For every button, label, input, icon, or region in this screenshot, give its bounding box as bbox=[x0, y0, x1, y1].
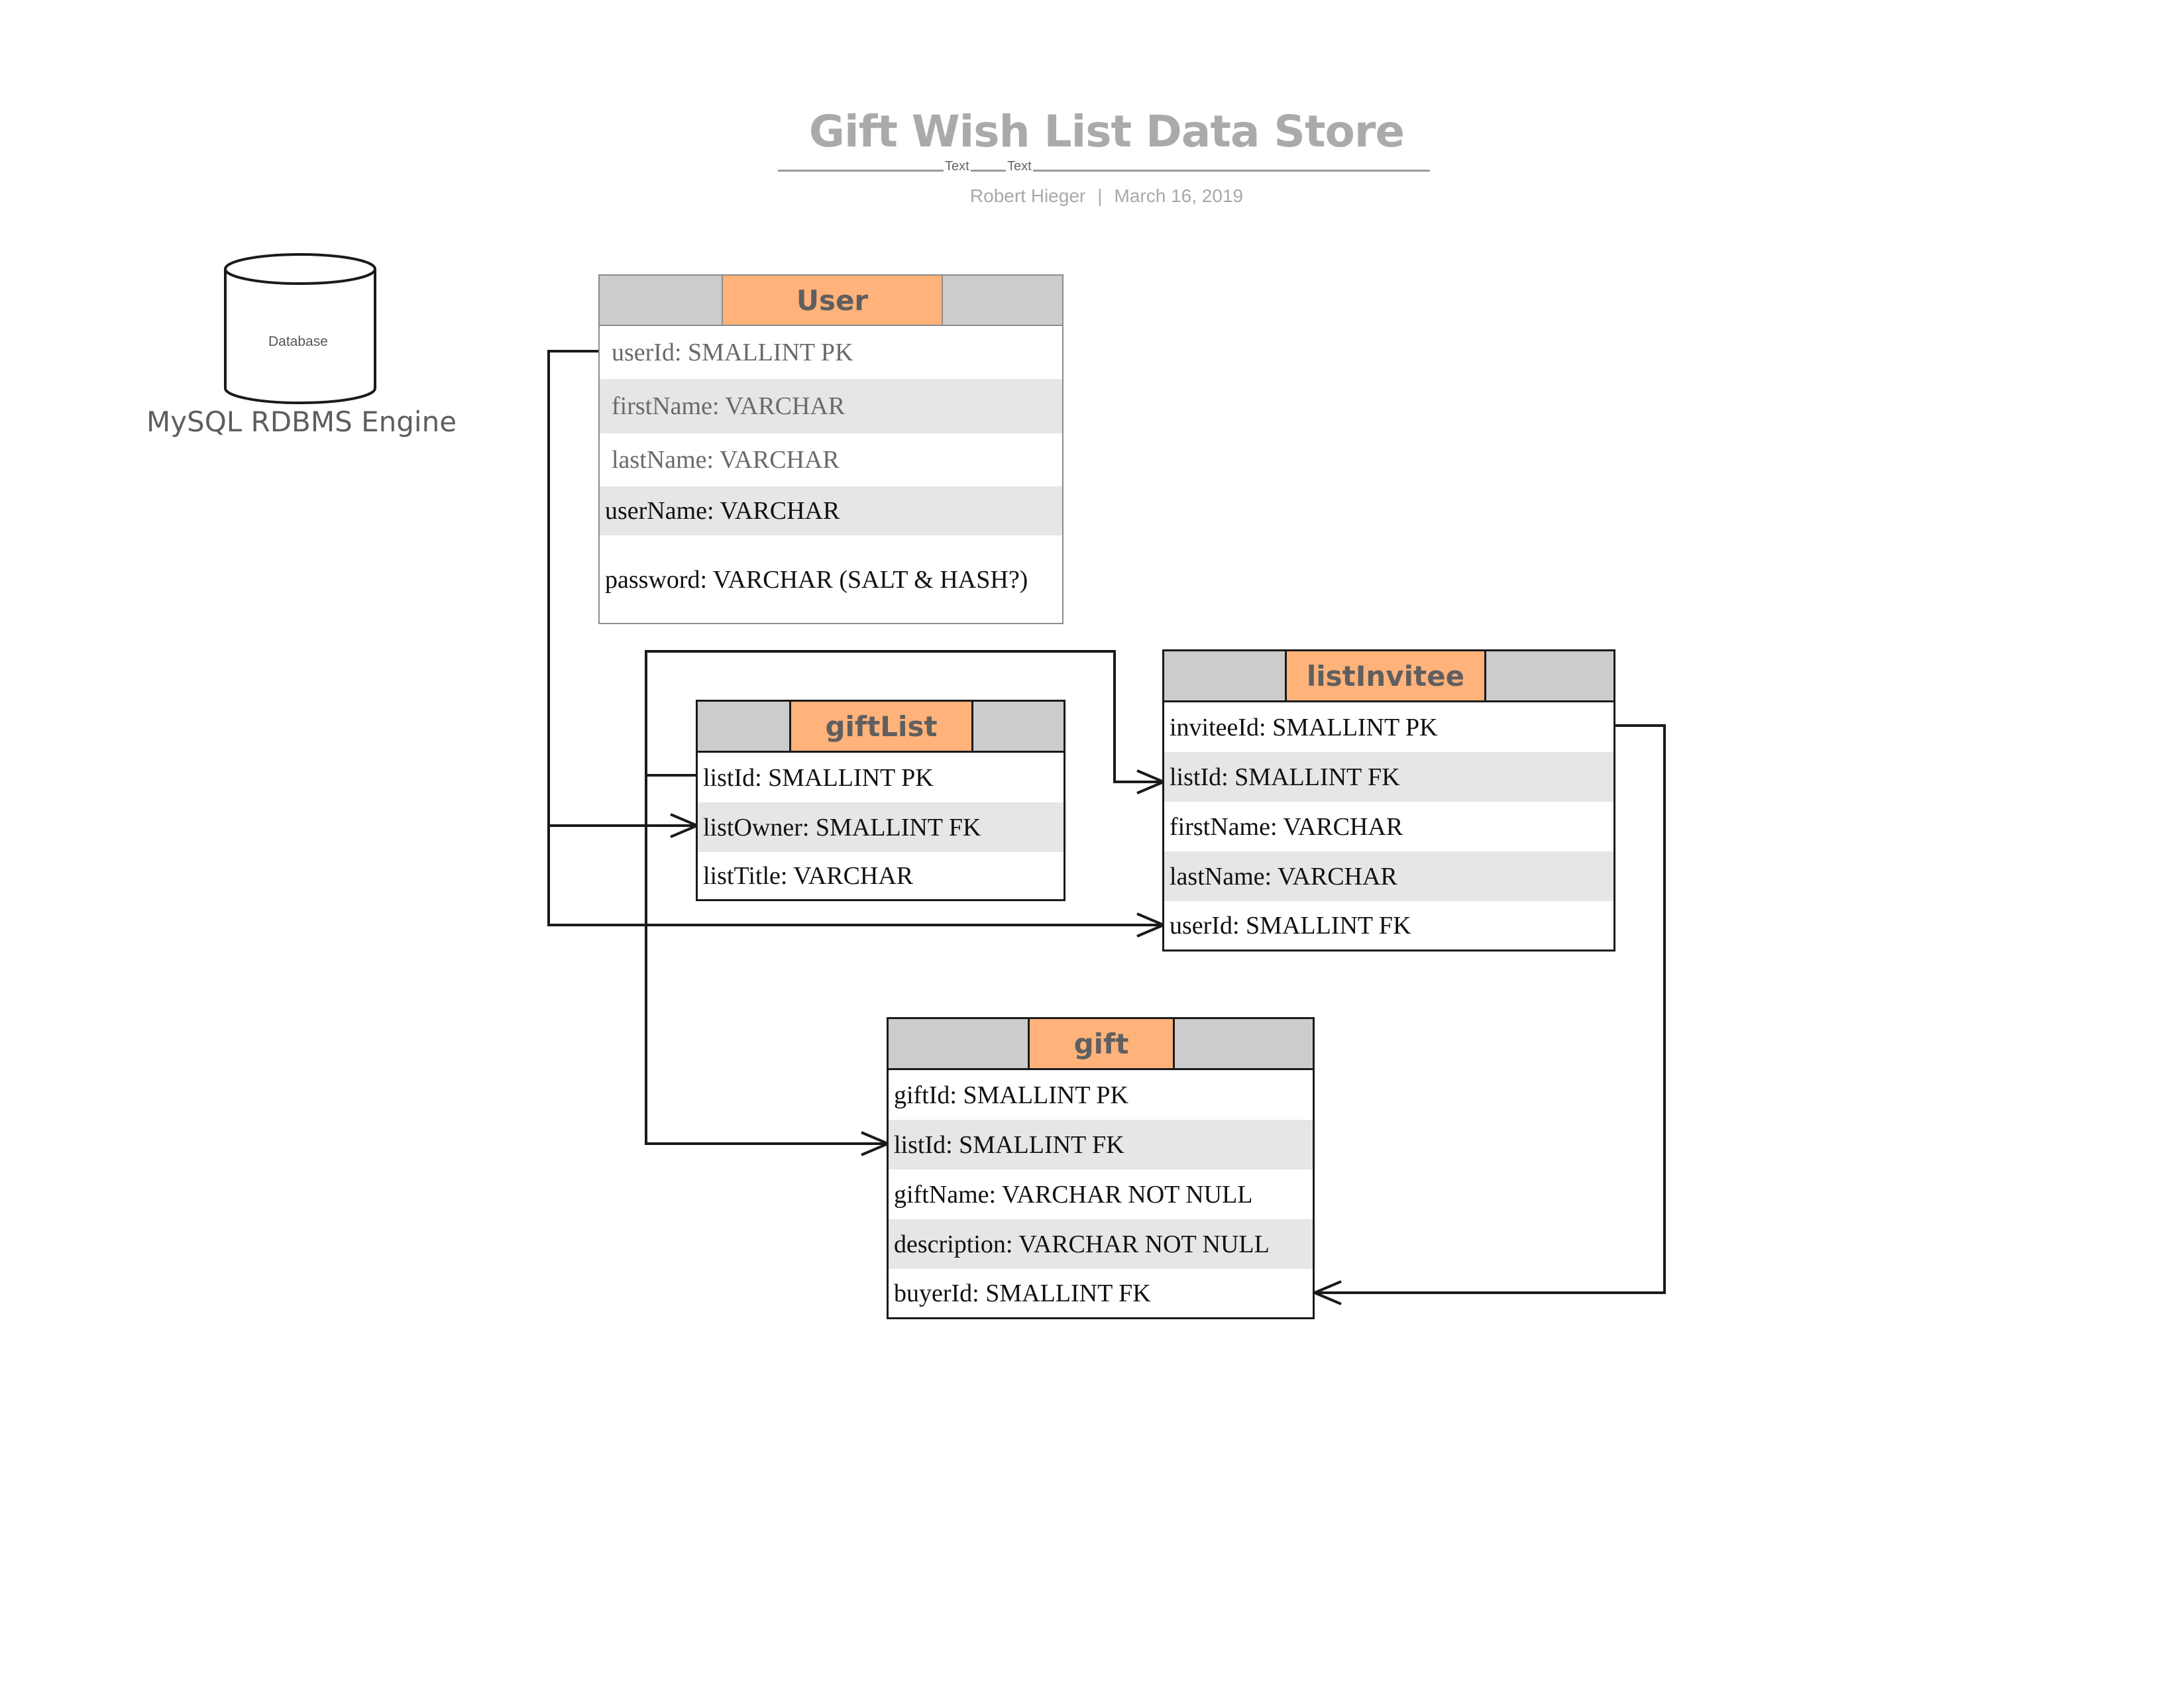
title-rule bbox=[778, 170, 1430, 172]
attribute-row: listTitle: VARCHAR bbox=[703, 861, 914, 890]
attribute-row: firstName: VARCHAR bbox=[1170, 812, 1403, 841]
entity-header: listInvitee bbox=[1164, 651, 1613, 702]
entity-user[interactable]: User userId: SMALLINT PK firstName: VARC… bbox=[598, 274, 1064, 624]
connector-listinvitee-gift bbox=[1315, 724, 1666, 1294]
entity-name: User bbox=[722, 276, 943, 325]
attribute-row: listOwner: SMALLINT FK bbox=[698, 802, 1064, 852]
attribute-row: giftName: VARCHAR NOT NULL bbox=[894, 1180, 1253, 1209]
database-icon bbox=[224, 253, 376, 404]
entity-gift[interactable]: gift giftId: SMALLINT PK listId: SMALLIN… bbox=[887, 1017, 1315, 1319]
author-name: Robert Hieger bbox=[969, 186, 1086, 206]
document-date: March 16, 2019 bbox=[1114, 186, 1244, 206]
rule-label: Text bbox=[1006, 159, 1033, 174]
attribute-row: description: VARCHAR NOT NULL bbox=[889, 1219, 1313, 1269]
attribute-row: giftId: SMALLINT PK bbox=[894, 1081, 1128, 1109]
diagram-title: Gift Wish List Data Store bbox=[808, 106, 1405, 157]
database-caption: MySQL RDBMS Engine bbox=[146, 406, 457, 438]
attribute-row: userId: SMALLINT FK bbox=[1170, 911, 1411, 940]
crowfoot-listinvitee-userid bbox=[1136, 912, 1164, 938]
attribute-row: userId: SMALLINT PK bbox=[612, 339, 853, 366]
attribute-row: firstName: VARCHAR bbox=[600, 379, 1062, 433]
entity-header: giftList bbox=[698, 702, 1064, 753]
attribute-row: lastName: VARCHAR bbox=[612, 446, 840, 474]
connector-user-giftlist bbox=[547, 350, 697, 827]
crowfoot-listinvitee-listid bbox=[1136, 769, 1164, 794]
attribute-row: listId: SMALLINT PK bbox=[703, 763, 934, 792]
entity-name: listInvitee bbox=[1285, 651, 1486, 700]
attribute-row: password: VARCHAR (SALT & HASH?) bbox=[605, 566, 1028, 594]
crowfoot-gift-listid bbox=[861, 1131, 889, 1156]
entity-header: User bbox=[600, 276, 1062, 326]
attribute-row: buyerId: SMALLINT FK bbox=[894, 1279, 1151, 1307]
entity-header: gift bbox=[889, 1019, 1313, 1070]
crowfoot-giftlist-listowner bbox=[670, 813, 698, 838]
attribute-row: listId: SMALLINT FK bbox=[889, 1120, 1313, 1170]
attribute-row: inviteeId: SMALLINT PK bbox=[1170, 713, 1438, 741]
crowfoot-gift-buyerid bbox=[1314, 1280, 1342, 1305]
attribute-row: lastName: VARCHAR bbox=[1164, 851, 1613, 901]
entity-name: gift bbox=[1028, 1019, 1175, 1068]
entity-listinvitee[interactable]: listInvitee inviteeId: SMALLINT PK listI… bbox=[1162, 649, 1615, 952]
connector-giftlist-listinvitee bbox=[645, 650, 1164, 783]
byline-separator: | bbox=[1097, 186, 1103, 206]
connector-user-listinvitee bbox=[547, 826, 1164, 926]
attribute-row: listId: SMALLINT FK bbox=[1164, 752, 1613, 802]
byline: Robert Hieger | March 16, 2019 bbox=[842, 186, 1372, 207]
connector-giftlist-gift bbox=[645, 775, 888, 1145]
entity-name: giftList bbox=[789, 702, 973, 751]
database-icon-label: Database bbox=[268, 334, 328, 349]
attribute-row: userName: VARCHAR bbox=[600, 486, 1062, 535]
rule-label: Text bbox=[944, 159, 971, 174]
entity-giftlist[interactable]: giftList listId: SMALLINT PK listOwner: … bbox=[696, 700, 1065, 901]
